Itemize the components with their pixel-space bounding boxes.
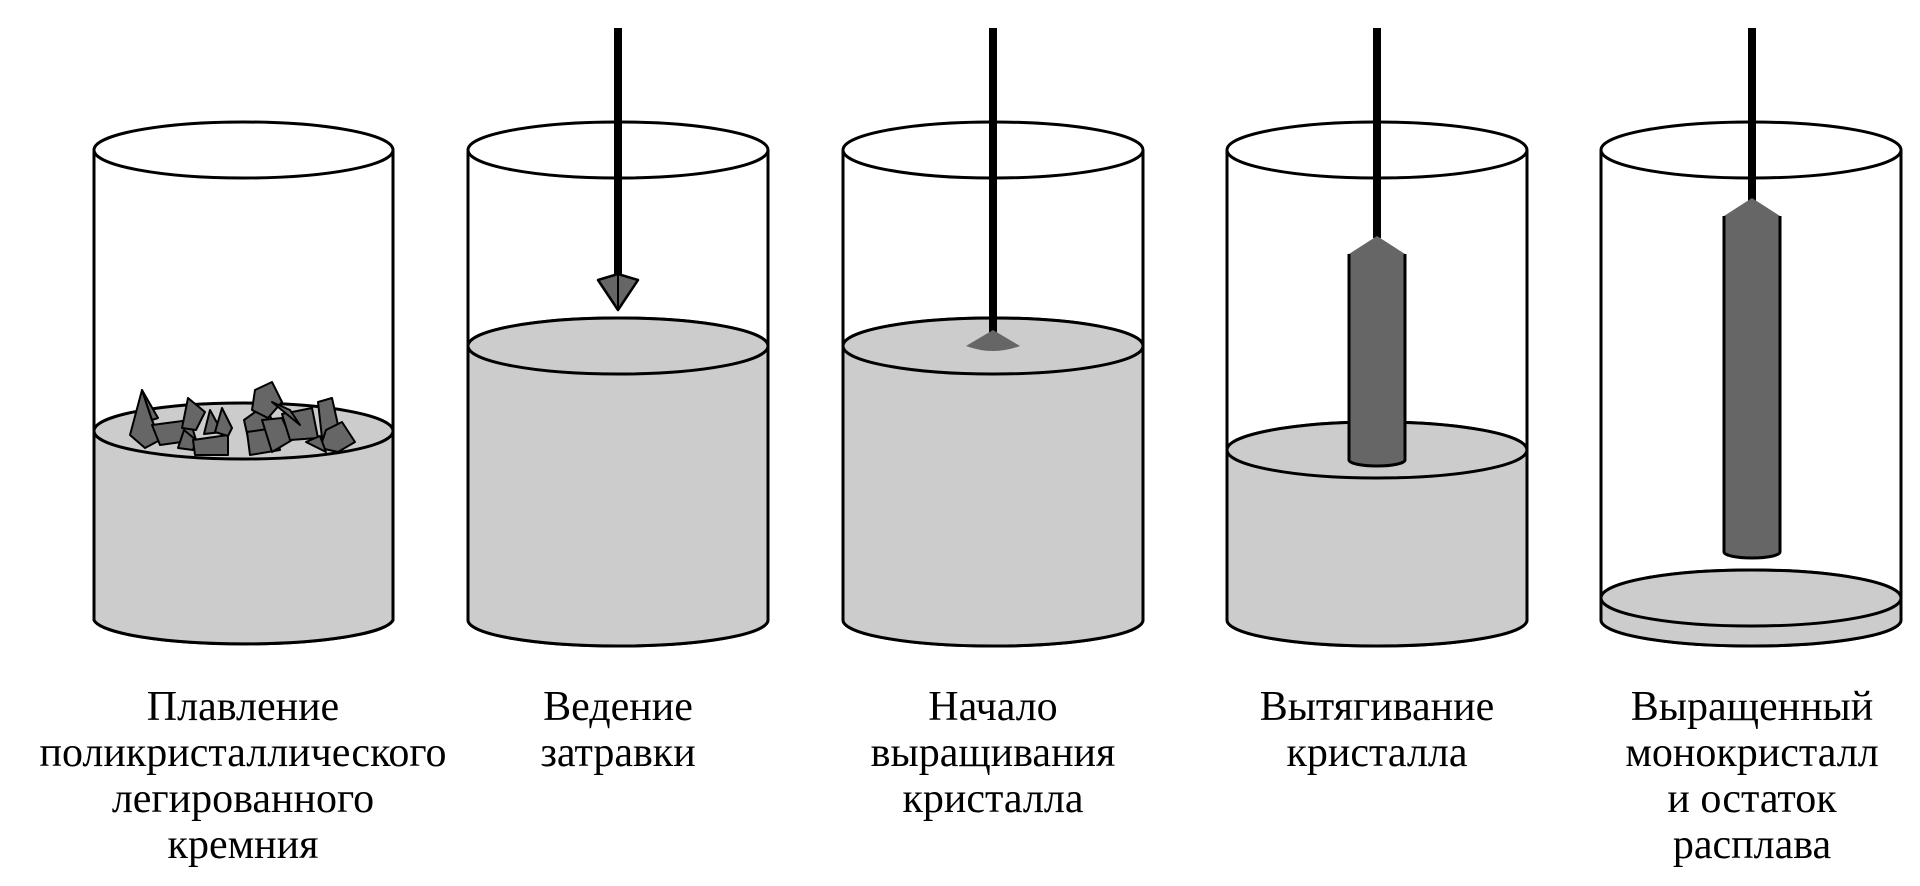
seed-neck-icon bbox=[966, 330, 1020, 351]
stage-1-label-line-3: легированного bbox=[111, 776, 375, 822]
pull-rod bbox=[614, 28, 622, 282]
stage-4-label-line-2: кристалла bbox=[1286, 730, 1468, 776]
stage-1-label-line-2: поликристаллического bbox=[39, 730, 447, 776]
stage-3-label-line-3: кристалла bbox=[902, 776, 1084, 822]
stage-2-crucible bbox=[466, 28, 770, 648]
pull-rod bbox=[989, 28, 997, 334]
stage-2-label-line-2: затравки bbox=[540, 730, 696, 776]
stage-3-label: Начало выращивания кристалла bbox=[753, 684, 1233, 822]
stage-1-label-line-4: кремния bbox=[167, 822, 319, 868]
stage-5-label-line-2: монокристалл bbox=[1625, 730, 1879, 776]
stage-3-crucible bbox=[841, 28, 1145, 648]
stage-5-crucible bbox=[1599, 28, 1903, 648]
stage-1-crucible bbox=[92, 120, 395, 646]
crucible-rim bbox=[92, 120, 395, 180]
stage-2-label: Ведение затравки bbox=[378, 684, 858, 776]
growing-crystal-icon bbox=[1349, 236, 1405, 466]
stage-3-label-line-1: Начало bbox=[928, 684, 1058, 730]
stage-5-label: Выращенный монокристалл и остаток распла… bbox=[1512, 684, 1920, 868]
single-crystal-ingot-icon bbox=[1724, 198, 1780, 558]
stage-4-crucible bbox=[1225, 28, 1529, 648]
stage-1-label: Плавление поликристаллического легирован… bbox=[3, 684, 483, 868]
stage-4-label: Вытягивание кристалла bbox=[1137, 684, 1617, 776]
stage-5-label-line-4: расплава bbox=[1672, 822, 1832, 868]
melt-surface bbox=[1599, 568, 1903, 628]
stage-5-label-line-1: Выращенный bbox=[1630, 684, 1874, 730]
melt-surface bbox=[466, 316, 770, 376]
stage-4-label-line-1: Вытягивание bbox=[1259, 684, 1495, 730]
stage-1-label-line-1: Плавление bbox=[146, 684, 340, 730]
stage-3-label-line-2: выращивания bbox=[870, 730, 1116, 776]
stage-5-label-line-3: и остаток bbox=[1667, 776, 1837, 822]
polysilicon-chunks-icon bbox=[129, 381, 356, 456]
stage-2-label-line-1: Ведение bbox=[543, 684, 693, 730]
pull-rod bbox=[1748, 28, 1756, 208]
pull-rod bbox=[1373, 28, 1381, 238]
